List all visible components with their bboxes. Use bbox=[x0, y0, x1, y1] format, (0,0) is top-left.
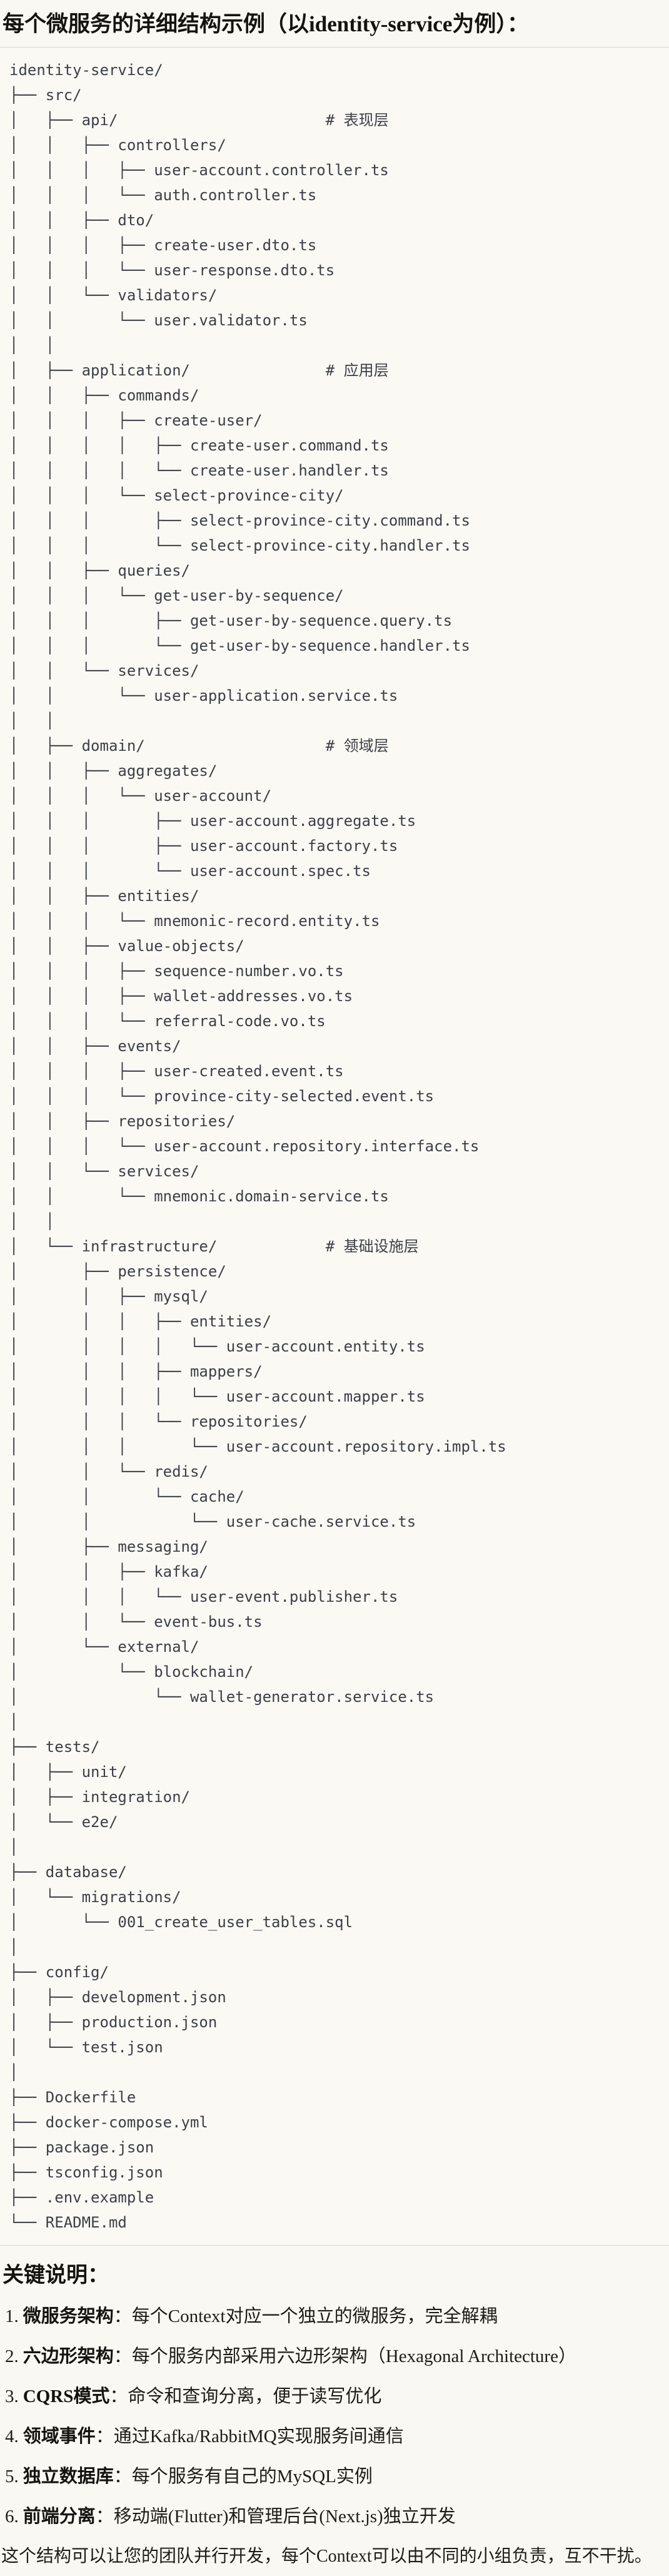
list-colon: ： bbox=[95, 2426, 114, 2446]
list-colon: ： bbox=[113, 2306, 132, 2326]
list-item: 6.前端分离：移动端(Flutter)和管理后台(Next.js)独立开发 bbox=[5, 2503, 669, 2530]
list-colon: ： bbox=[109, 2386, 128, 2406]
notes-heading: 关键说明： bbox=[3, 2264, 109, 2287]
list-item: 2.六边形架构：每个服务内部采用六边形架构（Hexagonal Architec… bbox=[5, 2343, 669, 2370]
list-item: 1.微服务架构：每个Context对应一个独立的微服务，完全解耦 bbox=[5, 2303, 669, 2329]
list-colon: ： bbox=[95, 2507, 114, 2527]
list-number: 2. bbox=[5, 2346, 19, 2366]
list-number: 1. bbox=[5, 2306, 19, 2326]
directory-tree: identity-service/ ├── src/ │ ├── api/ # … bbox=[9, 61, 506, 2231]
closing-paragraph: 这个结构可以让您的团队并行开发，每个Context可以由不同的小组负责，互不干扰… bbox=[1, 2547, 652, 2566]
list-desc: 移动端(Flutter)和管理后台(Next.js)独立开发 bbox=[113, 2507, 456, 2527]
list-term: 微服务架构 bbox=[23, 2306, 114, 2326]
list-desc: 通过Kafka/RabbitMQ实现服务间通信 bbox=[113, 2426, 404, 2446]
page-title: 每个微服务的详细结构示例（以identity-service为例）： bbox=[3, 12, 529, 36]
list-term: 前端分离 bbox=[23, 2507, 96, 2527]
list-number: 6. bbox=[5, 2507, 19, 2527]
list-term: CQRS模式 bbox=[23, 2386, 110, 2406]
list-desc: 每个服务有自己的MySQL实例 bbox=[131, 2467, 373, 2487]
list-colon: ： bbox=[113, 2467, 132, 2487]
code-block: identity-service/ ├── src/ │ ├── api/ # … bbox=[0, 47, 669, 2246]
list-desc: 每个Context对应一个独立的微服务，完全解耦 bbox=[131, 2306, 498, 2326]
list-term: 领域事件 bbox=[23, 2426, 96, 2446]
list-term: 独立数据库 bbox=[23, 2467, 114, 2487]
list-item: 5.独立数据库：每个服务有自己的MySQL实例 bbox=[5, 2463, 669, 2490]
list-number: 5. bbox=[5, 2467, 19, 2487]
list-number: 4. bbox=[5, 2426, 19, 2446]
list-item: 4.领域事件：通过Kafka/RabbitMQ实现服务间通信 bbox=[5, 2423, 669, 2450]
notes-list: 1.微服务架构：每个Context对应一个独立的微服务，完全解耦 2.六边形架构… bbox=[0, 2303, 669, 2530]
list-item: 3.CQRS模式：命令和查询分离，便于读写优化 bbox=[5, 2383, 669, 2410]
list-colon: ： bbox=[113, 2346, 132, 2366]
list-desc: 命令和查询分离，便于读写优化 bbox=[128, 2386, 382, 2406]
list-number: 3. bbox=[5, 2386, 19, 2406]
list-desc: 每个服务内部采用六边形架构（Hexagonal Architecture） bbox=[131, 2346, 576, 2366]
list-term: 六边形架构 bbox=[23, 2346, 114, 2366]
